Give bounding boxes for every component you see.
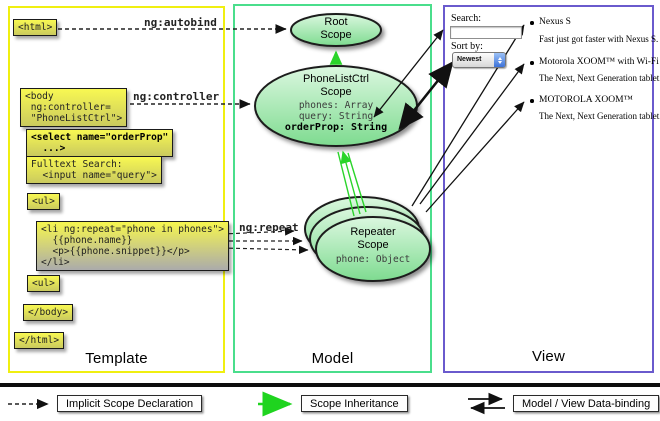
code-line: ng:controller= bbox=[25, 102, 111, 113]
repeater-title: Scope bbox=[357, 238, 389, 251]
root-scope-title: Root bbox=[324, 16, 348, 28]
repeater-scope-text: Repeater Scope phone: Object bbox=[317, 226, 429, 266]
bullet-icon bbox=[530, 21, 534, 25]
root-scope-title: Scope bbox=[320, 28, 352, 41]
template-panel-label: Template bbox=[85, 350, 148, 367]
li-repeat-box: <li ng:repeat="phone in phones"> {{phone… bbox=[36, 221, 230, 271]
legend-scope-inheritance: Scope Inheritance bbox=[301, 395, 408, 412]
code-line: <select name="orderProp" bbox=[31, 132, 169, 143]
code-line: </body> bbox=[28, 307, 69, 318]
legend-separator-line bbox=[0, 383, 660, 387]
list-item-title[interactable]: Nexus S bbox=[539, 17, 571, 27]
code-line: ...> bbox=[31, 143, 66, 154]
legend-implicit-scope: Implicit Scope Declaration bbox=[57, 395, 203, 412]
ul-close-box: <ul> bbox=[27, 275, 60, 292]
list-item-title[interactable]: MOTOROLA XOOM™ bbox=[539, 95, 633, 105]
search-label: Search: bbox=[451, 13, 481, 24]
list-item-desc: The Next, Next Generation tablet. bbox=[539, 73, 660, 83]
legend-model-view-binding: Model / View Data-binding bbox=[513, 395, 660, 412]
code-line: </li> bbox=[41, 257, 70, 268]
repeater-title: Repeater bbox=[350, 226, 396, 238]
scope-property: query: String bbox=[298, 110, 374, 122]
ul-open-box: <ul> bbox=[27, 193, 60, 210]
chevron-down-icon bbox=[497, 60, 502, 64]
list-item-title[interactable]: Motorola XOOM™ with Wi-Fi bbox=[539, 57, 659, 67]
model-panel bbox=[233, 4, 432, 373]
html-close-box: </html> bbox=[14, 332, 65, 349]
code-line: <html> bbox=[18, 22, 53, 33]
fulltext-search-box: Fulltext Search: <input name="query"> bbox=[26, 156, 162, 184]
code-line: <li ng:repeat="phone in phones"> bbox=[41, 224, 225, 235]
select-box: <select name="orderProp" ...> bbox=[26, 129, 174, 157]
root-scope-text: Root Scope bbox=[291, 16, 381, 41]
code-line: <input name="query"> bbox=[31, 170, 157, 181]
code-line: {{phone.name}} bbox=[41, 235, 133, 246]
sort-dropdown-value: Newest bbox=[457, 56, 482, 63]
dropdown-stepper-icon bbox=[494, 53, 505, 67]
scope-property: phones: Array bbox=[298, 100, 374, 111]
bullet-icon bbox=[530, 99, 534, 103]
scope-property-bold: orderProp: String bbox=[284, 122, 388, 133]
code-line: Fulltext Search: bbox=[31, 159, 123, 170]
chevron-up-icon bbox=[497, 56, 502, 60]
sort-dropdown[interactable]: Newest bbox=[452, 52, 506, 68]
phonelistctrl-title: PhoneListCtrl bbox=[302, 73, 370, 85]
bullet-icon bbox=[530, 61, 534, 65]
code-line: <body bbox=[25, 91, 54, 102]
phonelistctrl-title: Scope bbox=[320, 85, 352, 98]
code-line: <p>{{phone.snippet}}</p> bbox=[41, 246, 190, 257]
code-line: <ul> bbox=[32, 278, 55, 289]
code-line: </html> bbox=[19, 335, 60, 346]
scope-property: phone: Object bbox=[335, 254, 411, 265]
body-close-box: </body> bbox=[23, 304, 74, 321]
view-panel-label: View bbox=[531, 348, 566, 365]
code-line: <ul> bbox=[32, 196, 55, 207]
sort-by-label: Sort by: bbox=[451, 41, 483, 52]
body-open-box: <body ng:controller= "PhoneListCtrl"> bbox=[20, 88, 128, 127]
autobind-label: ng:autobind bbox=[144, 16, 217, 29]
controller-label: ng:controller bbox=[133, 90, 220, 103]
list-item-desc: The Next, Next Generation tablet. bbox=[539, 111, 660, 121]
list-item-desc: Fast just got faster with Nexus S. bbox=[539, 34, 659, 44]
search-input[interactable] bbox=[450, 26, 522, 39]
html-open-box: <html> bbox=[13, 19, 58, 36]
phonelistctrl-scope-text: PhoneListCtrl Scope phones: Array query:… bbox=[255, 73, 417, 134]
model-panel-label: Model bbox=[311, 350, 354, 367]
code-line: "PhoneListCtrl"> bbox=[25, 113, 123, 124]
repeat-label: ng:repeat bbox=[239, 221, 299, 234]
